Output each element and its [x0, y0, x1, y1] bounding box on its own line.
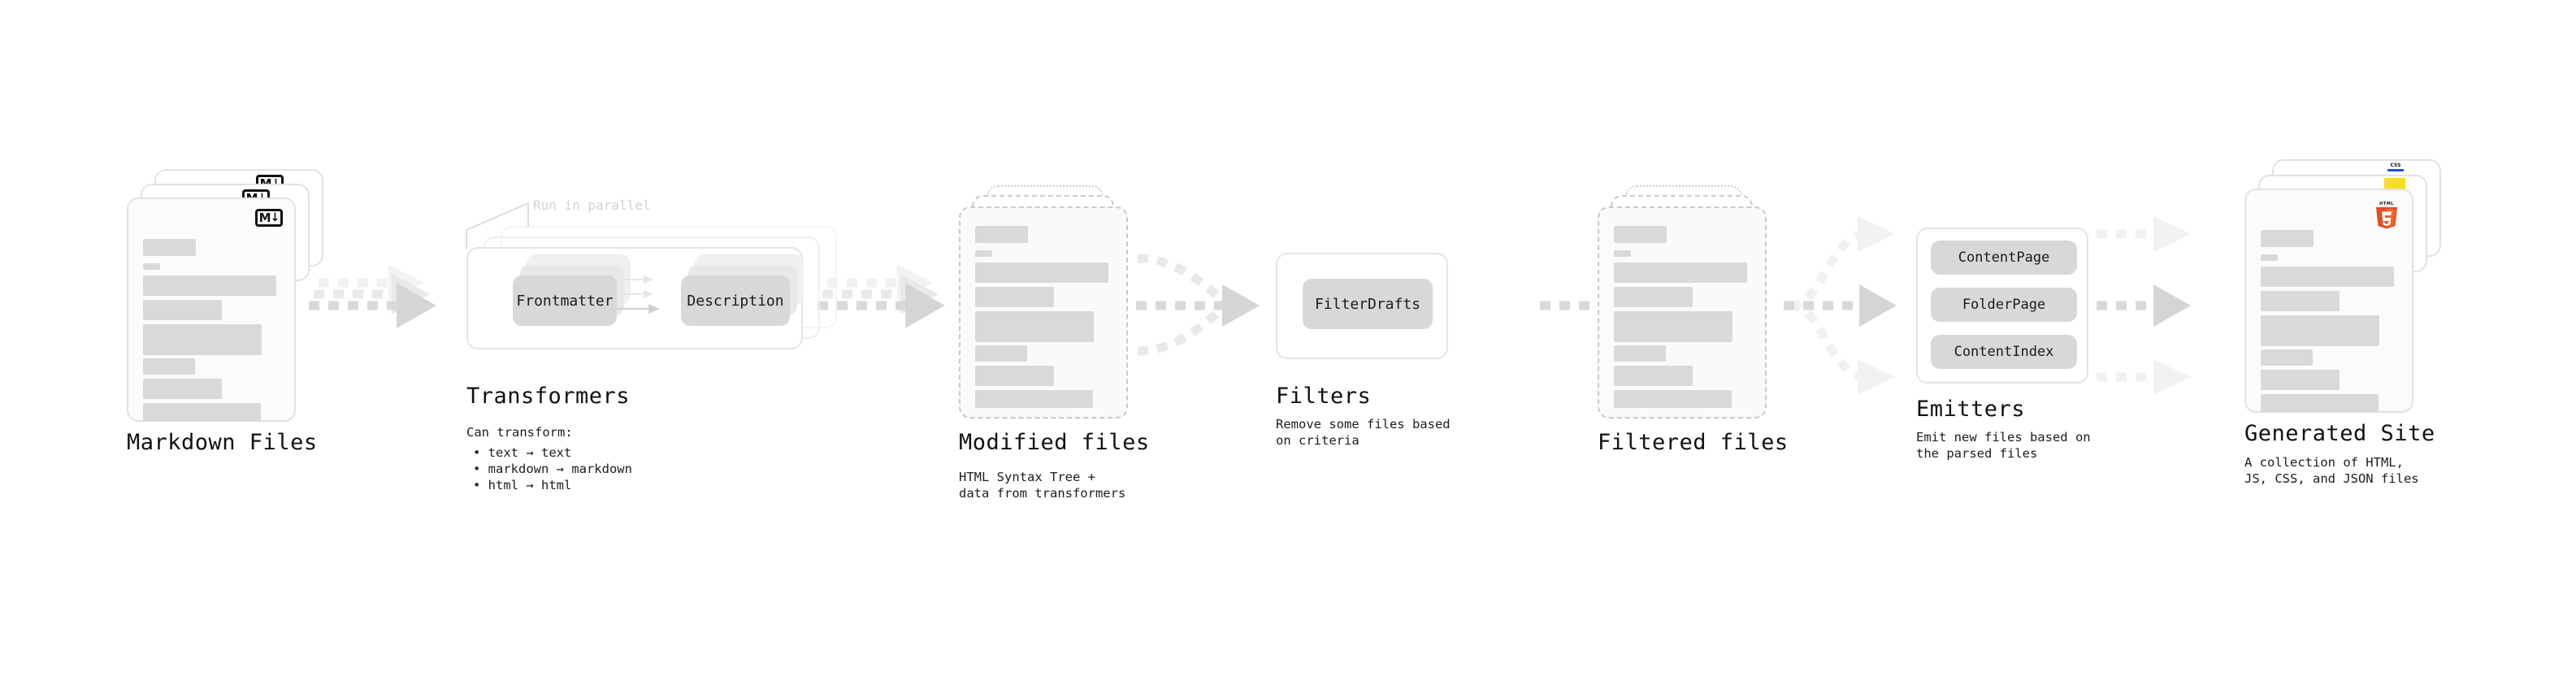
skeleton-line [2261, 315, 2379, 346]
arrow-emitters-to-site [2097, 216, 2191, 395]
js-badge [2384, 178, 2405, 192]
skeleton-line [143, 324, 262, 355]
emitters-box: ContentPage FolderPage ContentIndex [1916, 228, 2088, 384]
skeleton-line [1614, 262, 1747, 283]
skeleton-line [975, 366, 1054, 386]
skeleton-line [1614, 250, 1631, 257]
markdown-badge-arrow: ↓ [270, 211, 280, 224]
skeleton-line [975, 311, 1094, 342]
transformers-subtitle: Can transform: [466, 425, 573, 440]
skeleton-line [975, 390, 1093, 408]
emitters-title: Emitters [1916, 397, 2026, 422]
transform-rule-html: • html → html [473, 477, 572, 492]
skeleton-line [143, 300, 222, 320]
svg-text:HTML: HTML [2379, 202, 2394, 206]
modified-card-front [959, 206, 1128, 419]
skeleton-line [1614, 390, 1732, 408]
filtered-card-front [1598, 206, 1767, 419]
skeleton-line [143, 403, 261, 421]
skeleton-line [143, 358, 195, 375]
run-in-parallel-bracket [466, 202, 529, 249]
run-in-parallel-label: Run in parallel [533, 197, 651, 213]
skeleton-line [1614, 226, 1667, 243]
skeleton-line [975, 262, 1108, 283]
emitters-subtitle: Emit new files based on the parsed files [1916, 430, 2091, 461]
skeleton-line [1614, 287, 1693, 307]
filters-box: FilterDrafts [1276, 253, 1448, 359]
css-badge-label: CSS [2390, 163, 2401, 168]
generated-site-title: Generated Site [2244, 421, 2435, 446]
site-card-front: HTML [2244, 189, 2413, 413]
markdown-badge-letter: M [258, 210, 271, 225]
skeleton-line [2261, 230, 2314, 247]
modified-files-title: Modified files [959, 430, 1150, 455]
skeleton-line [2261, 370, 2340, 390]
skeleton-line [975, 287, 1054, 307]
markdown-files-title: Markdown Files [127, 430, 318, 455]
chip-contentpage[interactable]: ContentPage [1931, 241, 2077, 275]
skeleton-line [2261, 349, 2313, 366]
transformers-list: • text → text • markdown → markdown • ht… [473, 445, 632, 493]
skeleton-line [1614, 311, 1733, 342]
arrow-markdown-to-transformers [309, 265, 436, 328]
transform-rule-markdown: • markdown → markdown [473, 461, 632, 476]
generated-site-subtitle: A collection of HTML, JS, CSS, and JSON … [2244, 455, 2419, 486]
chip-folderpage[interactable]: FolderPage [1931, 288, 2077, 322]
transform-rule-text: • text → text [473, 445, 572, 460]
markdown-card-front: M↓ [127, 197, 296, 422]
skeleton-line [1614, 345, 1666, 362]
skeleton-line [975, 250, 992, 257]
chip-contentindex[interactable]: ContentIndex [1931, 335, 2077, 369]
skeleton-line [143, 239, 196, 256]
skeleton-line [2261, 254, 2278, 261]
skeleton-line [143, 379, 222, 399]
modified-files-subtitle: HTML Syntax Tree + data from transformer… [959, 470, 1126, 501]
transformers-title: Transformers [466, 384, 631, 409]
arrow-filtered-to-emitters [1784, 216, 1897, 395]
chip-description[interactable]: Description [681, 275, 790, 326]
skeleton-line [2261, 394, 2379, 412]
skeleton-line [143, 263, 160, 270]
skeleton-line [975, 345, 1027, 362]
skeleton-line [2261, 267, 2394, 287]
arrow-modified-to-filters [1136, 254, 1260, 356]
skeleton-line [1614, 366, 1693, 386]
skeleton-line [143, 275, 276, 296]
filters-subtitle: Remove some files based on criteria [1276, 417, 1451, 448]
markdown-badge: M↓ [255, 209, 283, 227]
filters-title: Filters [1276, 384, 1372, 409]
skeleton-line [975, 226, 1028, 243]
css-badge: CSS [2387, 163, 2404, 171]
filtered-files-title: Filtered files [1598, 430, 1789, 455]
skeleton-line [2261, 291, 2340, 311]
chip-frontmatter[interactable]: Frontmatter [513, 275, 617, 326]
html5-icon: HTML [2376, 202, 2397, 229]
chip-filterdrafts[interactable]: FilterDrafts [1303, 279, 1433, 329]
